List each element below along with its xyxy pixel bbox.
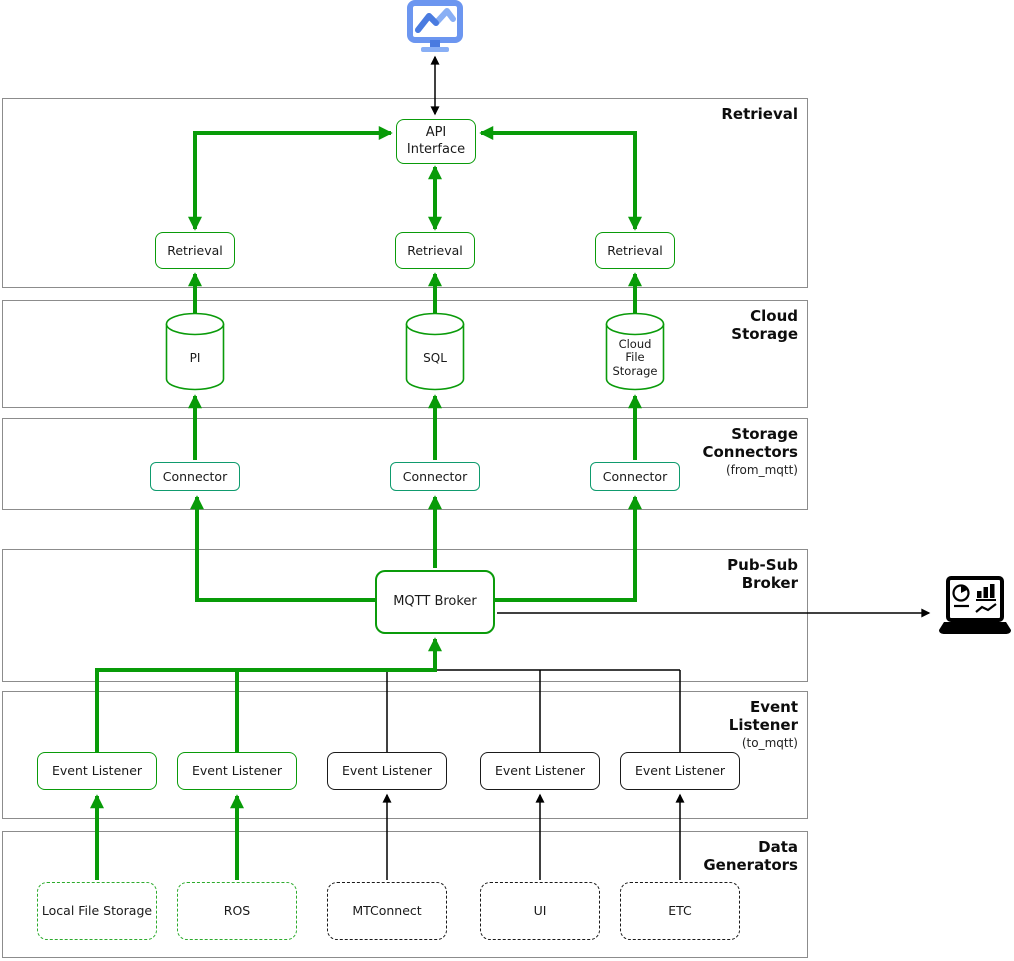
node-api-interface: API Interface: [396, 119, 476, 164]
node-retrieval-2: Retrieval: [395, 232, 475, 269]
node-event-listener-2: Event Listener: [177, 752, 297, 790]
section-label-text: Cloud Storage: [731, 307, 798, 344]
section-label-text: Storage Connectors: [702, 425, 798, 462]
section-cloud-storage: Cloud Storage: [2, 300, 808, 408]
node-event-listener-1: Event Listener: [37, 752, 157, 790]
node-generator-mtconnect: MTConnect: [327, 882, 447, 940]
section-sublabel-text: (from_mqtt): [725, 462, 798, 477]
database-cylinder-pi: PI: [165, 312, 225, 392]
dashboard-monitor-icon: [403, 0, 467, 54]
section-pubsub-broker-label: Pub-Sub Broker: [727, 556, 798, 594]
section-cloud-storage-label: Cloud Storage: [731, 307, 798, 345]
node-retrieval-3: Retrieval: [595, 232, 675, 269]
analytics-laptop-icon: [938, 576, 1012, 638]
node-event-listener-4: Event Listener: [480, 752, 600, 790]
node-generator-local-file-storage: Local File Storage: [37, 882, 157, 940]
database-label: Cloud File Storage: [612, 337, 658, 378]
node-generator-ros: ROS: [177, 882, 297, 940]
database-label: PI: [189, 351, 201, 366]
section-retrieval-label: Retrieval: [721, 105, 798, 124]
section-storage-connectors-label: Storage Connectors(from_mqtt): [702, 425, 798, 477]
section-label-text: Retrieval: [721, 105, 798, 123]
node-retrieval-1: Retrieval: [155, 232, 235, 269]
node-event-listener-3: Event Listener: [327, 752, 447, 790]
node-connector-2: Connector: [390, 462, 480, 491]
database-cylinder-sql: SQL: [405, 312, 465, 392]
database-cylinder-cloud-file-storage: Cloud File Storage: [605, 312, 665, 392]
node-generator-ui: UI: [480, 882, 600, 940]
section-sublabel-text: (to_mqtt): [741, 735, 798, 750]
node-connector-1: Connector: [150, 462, 240, 491]
node-mqtt-broker: MQTT Broker: [375, 570, 495, 634]
node-generator-etc: ETC: [620, 882, 740, 940]
section-data-generators-label: Data Generators: [703, 838, 798, 876]
section-event-listener-label: Event Listener(to_mqtt): [729, 698, 798, 750]
node-connector-3: Connector: [590, 462, 680, 491]
section-label-text: Event Listener: [728, 698, 798, 735]
database-label: SQL: [423, 351, 447, 366]
node-event-listener-5: Event Listener: [620, 752, 740, 790]
section-label-text: Pub-Sub Broker: [727, 556, 798, 593]
section-label-text: Data Generators: [703, 838, 798, 875]
